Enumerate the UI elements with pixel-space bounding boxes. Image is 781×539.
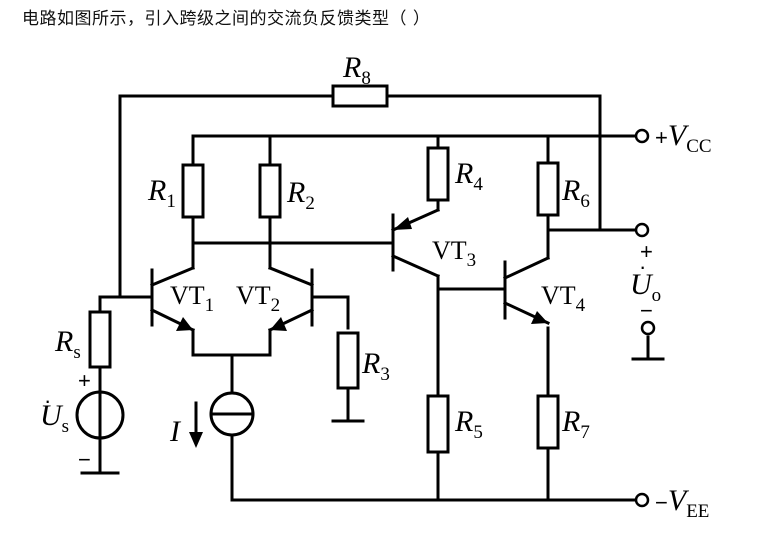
label-vt4: VT4 [541, 281, 586, 316]
label-vee: −VEE [655, 484, 709, 522]
label-output-minus: − [640, 298, 653, 323]
label-r5: R5 [454, 405, 483, 443]
resistor-r5 [426, 394, 450, 454]
transistor-vt4 [503, 256, 550, 325]
label-r1: R1 [147, 174, 176, 212]
voltage-source-us [75, 390, 125, 440]
label-source-minus: − [78, 447, 91, 472]
transistor-vt1 [149, 266, 196, 333]
label-output-uo: Uo [630, 268, 661, 306]
terminal-output [634, 222, 650, 238]
label-vt2: VT2 [236, 281, 280, 316]
resistor-r2 [258, 163, 282, 219]
current-source-i [209, 391, 255, 437]
question-text: 电路如图所示，引入跨级之间的交流负反馈类型（ ） [22, 9, 431, 29]
resistor-r8 [331, 84, 389, 108]
label-vt1: VT1 [170, 281, 214, 316]
resistor-r4 [426, 146, 450, 202]
label-r2: R2 [286, 176, 315, 214]
label-output-plus: + [640, 239, 653, 264]
label-source-plus: + [78, 368, 91, 393]
label-r8: R8 [342, 51, 371, 89]
resistor-r3 [336, 331, 360, 390]
label-vcc: +VCC [655, 119, 712, 157]
label-r7: R7 [561, 405, 590, 443]
label-r6: R6 [561, 174, 590, 212]
label-r3: R3 [361, 347, 390, 385]
label-r4: R4 [454, 157, 483, 195]
label-output-dot: · [639, 254, 646, 279]
resistor-r1 [181, 163, 205, 219]
transistor-vt3 [391, 208, 440, 278]
terminal-vee [634, 492, 650, 508]
transistor-vt2 [268, 266, 314, 332]
label-vt3: VT3 [432, 236, 476, 271]
resistor-r6 [536, 161, 560, 217]
label-source-dot: · [44, 388, 51, 413]
terminal-vcc [634, 128, 650, 144]
label-rs: Rs [54, 325, 81, 363]
label-current-i: I [169, 415, 182, 448]
resistor-r7 [536, 394, 560, 450]
label-source-us: Us [40, 399, 69, 437]
resistor-rs [88, 310, 112, 369]
current-arrow-icon [189, 401, 203, 448]
terminal-output-ground [640, 320, 656, 336]
